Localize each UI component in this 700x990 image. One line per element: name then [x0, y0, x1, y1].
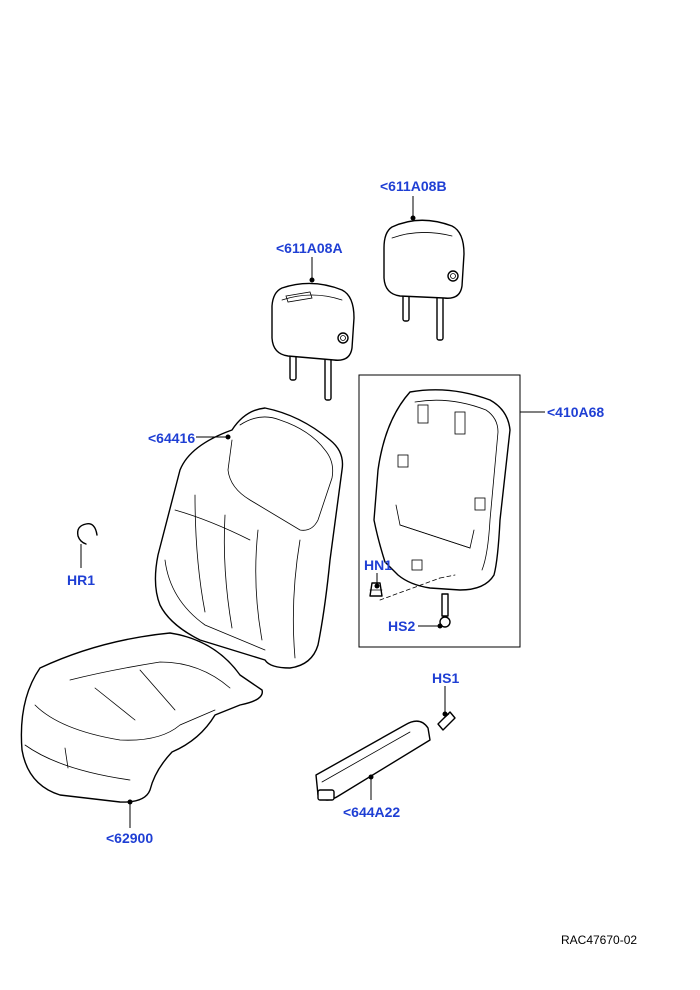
diagram-reference-number: RAC47670-02: [561, 933, 638, 947]
callout-611a08b[interactable]: <611A08B: [380, 178, 447, 194]
cushion-cover: [20, 632, 264, 803]
side-trim: [315, 720, 431, 801]
back-panel-inset: [358, 374, 521, 648]
headrest-rear: [383, 219, 465, 341]
callout-611a08a[interactable]: <611A08A: [276, 240, 343, 256]
headrest-front: [271, 282, 355, 401]
callout-644a22[interactable]: <644A22: [343, 804, 401, 820]
callout-64416[interactable]: <64416: [148, 430, 196, 446]
callout-hs2[interactable]: HS2: [388, 618, 416, 634]
leader-lines: [80, 196, 545, 828]
callout-62900[interactable]: <62900: [106, 830, 154, 846]
backrest-cover: [154, 407, 344, 669]
screw-hs2: [439, 593, 451, 628]
callout-hr1[interactable]: HR1: [67, 572, 96, 588]
callout-410a68[interactable]: <410A68: [547, 404, 605, 420]
callout-hs1[interactable]: HS1: [432, 670, 460, 686]
callout-hn1[interactable]: HN1: [364, 557, 393, 573]
clip-hr1: [76, 523, 98, 545]
